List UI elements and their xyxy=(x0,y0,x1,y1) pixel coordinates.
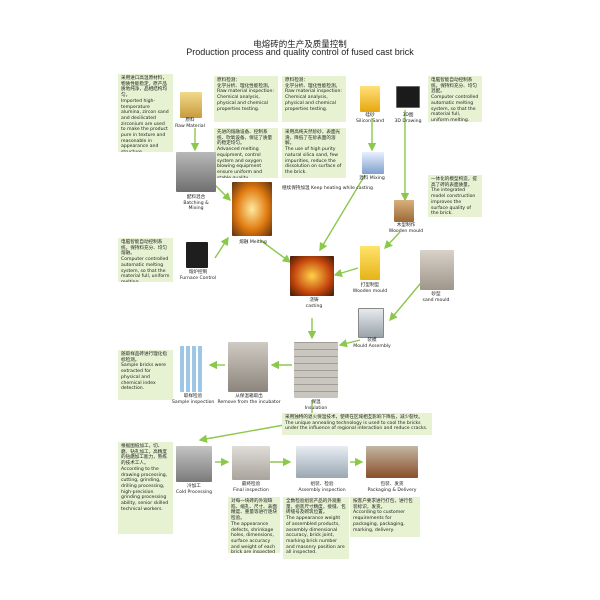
note-furnace-control: 电脑智能自动控制系统，保持料充分、均匀熔融。 Computer controll… xyxy=(118,238,173,282)
note-raw-material-inspection: 原料检测： 化学分析、理化性能检测。 Raw material inspecti… xyxy=(214,76,278,122)
note-packaging: 按客户要求进行打包，进行包装标识，发货。 According to custom… xyxy=(350,497,420,537)
raw-material-image xyxy=(180,92,202,118)
arrow-assembly-to-insulation xyxy=(338,339,361,348)
note-drawing-control: 电脑智能自动控制系统，保持料充分、均匀混配。 Computer controll… xyxy=(428,76,482,122)
assembly-inspection-image xyxy=(296,446,348,478)
note-sample-bricks: 随取样品砖进行理化指标检测。 Sample bricks were extrac… xyxy=(118,350,173,400)
wooden-mould-image xyxy=(360,246,380,280)
label-melting: 熔融 Melting xyxy=(239,240,267,245)
final-inspection-image xyxy=(232,446,270,480)
arrow-melting-to-casting xyxy=(259,239,292,263)
arrow-sand-to-assembly xyxy=(389,277,426,322)
silicon-sand-image xyxy=(360,86,380,112)
arrow-furnace-to-melting xyxy=(214,236,229,259)
melting-image xyxy=(232,182,272,236)
cold-processing-image xyxy=(176,446,212,482)
arrow-woodenmould-to-casting xyxy=(333,267,359,277)
casting-image xyxy=(290,256,334,296)
note-final-inspection: 对每一块砖的外观缺陷、缩孔、尺寸、表面精度、重量等进行逐块检验。 The app… xyxy=(228,497,280,553)
note-melting-equipment: 先进的熔融设备、控制系统、吹氧设备，保证了质量的稳定均匀。 Advanced m… xyxy=(214,128,278,178)
arrow-mixing-to-casting xyxy=(319,174,366,252)
sand-mould-image xyxy=(420,250,454,290)
note-imported-material: 采用进口高温原材料，物质性能稳定，原产品质地纯净，品相结构均匀。 Importe… xyxy=(118,74,173,152)
wooden-mould-small-image xyxy=(394,200,414,222)
arrow-batching-to-melting xyxy=(214,184,231,201)
label-mixing: 混料 Mixing xyxy=(359,176,385,181)
remove-incubator-image xyxy=(228,342,268,392)
note-wooden-mould: 一体化的模型构造，提高了砖的表面质量。 The integrated model… xyxy=(428,175,482,217)
title-chinese: 电熔砖的生产及质量控制 xyxy=(253,40,347,50)
mould-assembly-image xyxy=(358,308,384,338)
note-natural-silica: 采用高纯天然砂砂，表面光滑，降低了在砂表面的溶解。 The use of hig… xyxy=(282,128,346,178)
sample-inspection-image xyxy=(180,346,204,392)
mixing-image xyxy=(362,152,384,174)
note-cold-processing: 根据图纸加工，切、磨、钻孔加工，高精度的钻磨加工能力，熟练的技术工人。 Acco… xyxy=(118,442,173,534)
batching-image xyxy=(176,152,216,192)
title-english: Production process and quality control o… xyxy=(186,47,414,57)
note-annealing: 采用独特的退火保温技术，使砖在区域相互影响下降低，减少裂纹。 The uniqu… xyxy=(282,413,432,435)
insulation-image xyxy=(294,342,338,398)
label-keep-heating: 继续保持加温 Keep heating while casting xyxy=(282,186,373,191)
note-silicon-inspection: 原料检测： 化学分析、理化性能检测。 Raw material inspecti… xyxy=(282,76,346,122)
packaging-image xyxy=(366,446,418,478)
drawing-computer-image xyxy=(396,86,420,108)
furnace-control-image xyxy=(186,242,208,268)
arrow-mould-to-woodenmould xyxy=(384,231,401,250)
note-assembly-inspection: 全数检验组装产品的外观重量，组装尺寸精度，接缝、包砖缝号及砌筑位置。 The a… xyxy=(283,497,349,559)
